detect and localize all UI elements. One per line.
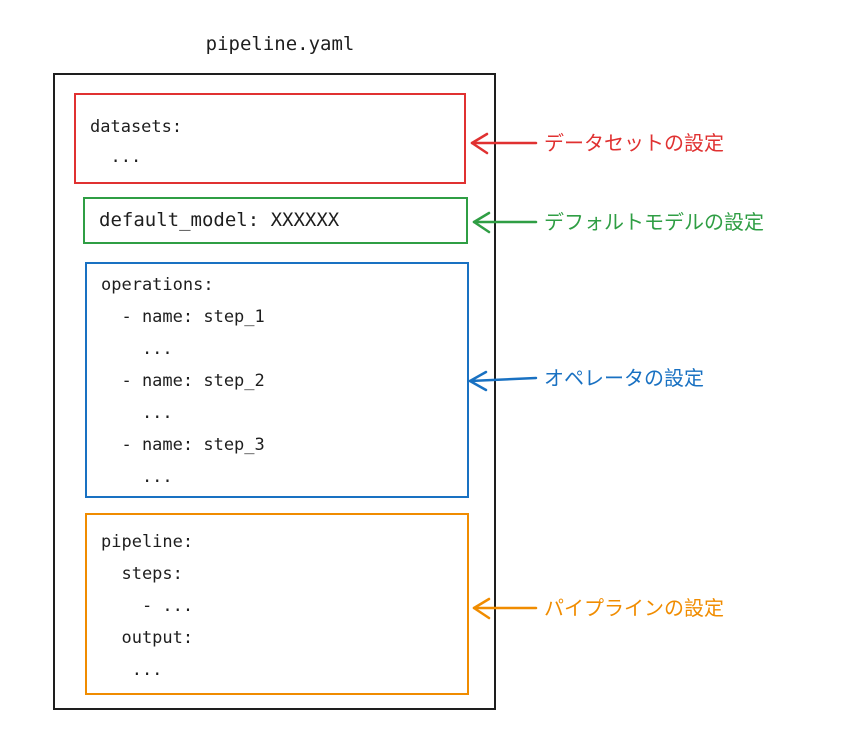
pipeline-output-line: output: (101, 628, 194, 648)
operation-step-2-line: - name: step_2 (101, 371, 265, 391)
default-model-callout-label: デフォルトモデルの設定 (544, 210, 764, 234)
operation-step-3-line: - name: step_3 (101, 435, 265, 455)
operations-callout-label: オペレータの設定 (544, 366, 704, 390)
operations-key-line: operations: (101, 275, 214, 295)
yaml-file-frame (53, 73, 496, 710)
datasets-ellipsis-line: ... (90, 147, 142, 167)
datasets-key-line: datasets: (90, 117, 183, 137)
operations-section-box: operations: - name: step_1 ... - name: s… (85, 262, 469, 498)
default-model-section-box: default_model: XXXXXX (83, 197, 468, 244)
pipeline-steps-item-line: - ... (101, 596, 194, 616)
pipeline-output-ellipsis: ... (101, 660, 163, 680)
operation-step-2-ellipsis: ... (101, 403, 173, 423)
operations-arrow (468, 370, 538, 392)
datasets-arrow (470, 132, 538, 155)
default-model-line: default_model: XXXXXX (99, 209, 340, 231)
pipeline-steps-line: steps: (101, 564, 183, 584)
pipeline-callout-label: パイプラインの設定 (544, 596, 724, 620)
pipeline-arrow (472, 597, 538, 620)
pipeline-section-box: pipeline: steps: - ... output: ... (85, 513, 469, 695)
pipeline-key-line: pipeline: (101, 532, 194, 552)
operation-step-1-line: - name: step_1 (101, 307, 265, 327)
datasets-section-box: datasets: ... (74, 93, 466, 184)
file-name-label: pipeline.yaml (205, 33, 355, 55)
operation-step-3-ellipsis: ... (101, 467, 173, 487)
default-model-arrow (472, 211, 538, 234)
operation-step-1-ellipsis: ... (101, 339, 173, 359)
datasets-callout-label: データセットの設定 (544, 131, 724, 155)
